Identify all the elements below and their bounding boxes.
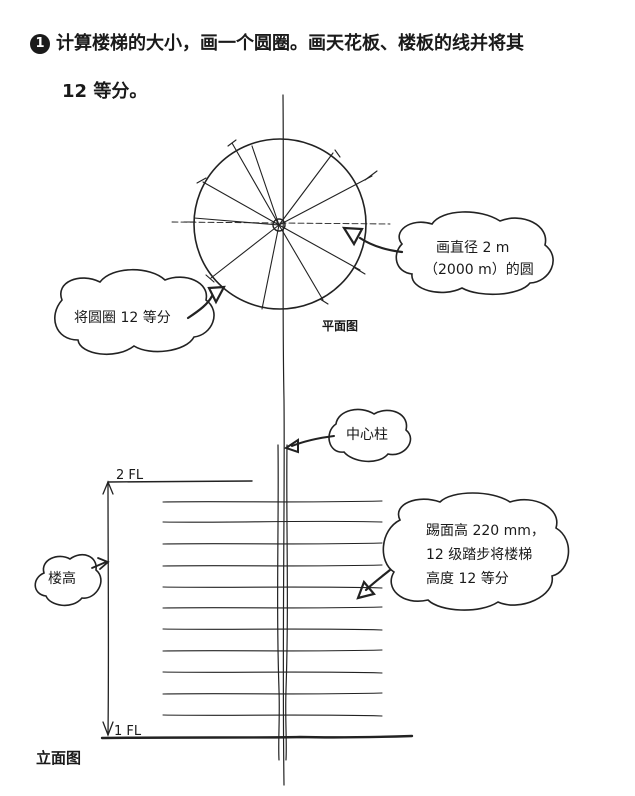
diameter-note-line-2: （2000 m）的圆 (424, 262, 534, 278)
heading-text-2: 12 等分。 (62, 81, 148, 102)
divide-note-cloud (54, 269, 215, 355)
tread-line (162, 692, 383, 695)
step-note-arrow (356, 568, 392, 600)
tread-line (162, 542, 383, 545)
top-floor-line (107, 480, 253, 483)
center-post-label: 中心柱 (346, 427, 388, 443)
height-label-text: 楼高 (48, 570, 76, 587)
center-post-line-left (277, 444, 280, 761)
divide-note-text: 将圆圈 12 等分 (74, 309, 171, 326)
instruction-heading: 1 计算楼梯的大小，画一个圆圈。画天花板、楼板的线并将其 12 等分。 (30, 20, 620, 116)
height-label-arrow (91, 557, 110, 570)
tread-line (162, 520, 383, 523)
heading-line-1: 1 计算楼梯的大小，画一个圆圈。画天花板、楼板的线并将其 (30, 20, 620, 68)
height-label-cloud (34, 554, 102, 607)
step-number-badge: 1 (30, 34, 50, 54)
vertical-center-axis (282, 94, 285, 786)
plan-view-label: 平面图 (322, 319, 358, 333)
height-arrow-top (102, 480, 114, 495)
tread-line (162, 606, 383, 609)
center-post-cloud (328, 408, 412, 463)
tread-line (162, 586, 383, 589)
tread-line (162, 564, 383, 567)
tread-line (162, 671, 383, 674)
tread-lines (162, 500, 383, 717)
step-note-line-3: 高度 12 等分 (426, 570, 509, 587)
elevation-view-label: 立面图 (36, 749, 81, 767)
step-note-line-1: 踢面高 220 mm， (426, 522, 545, 539)
diameter-arrow (341, 226, 404, 254)
top-floor-label: 2 FL (116, 468, 144, 483)
tread-line (162, 714, 383, 717)
plan-circle (193, 138, 367, 310)
height-arrow-bottom (102, 721, 114, 737)
divide-arrow (186, 285, 226, 320)
tread-line (162, 649, 383, 652)
diameter-note-line-1: 画直径 2 m (436, 239, 509, 256)
tread-line (162, 500, 383, 503)
bottom-floor-line (100, 734, 414, 740)
diameter-note-cloud (395, 211, 554, 296)
plan-division-lines (183, 139, 378, 310)
step-note-line-2: 12 级踏步将楼梯 (426, 547, 532, 563)
center-post-arrow (283, 435, 335, 454)
center-post-line-right (285, 444, 288, 761)
bottom-floor-label: 1 FL (114, 724, 142, 739)
tread-line (162, 628, 383, 631)
step-note-cloud (382, 492, 570, 611)
heading-text-1: 计算楼梯的大小，画一个圆圈。画天花板、楼板的线并将其 (56, 33, 524, 54)
